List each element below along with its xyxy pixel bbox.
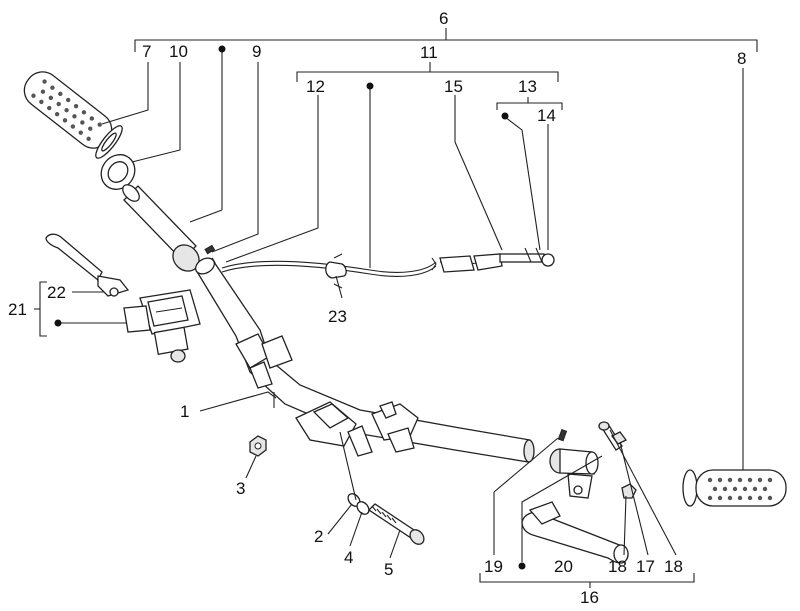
left-grip bbox=[23, 71, 123, 159]
left-brake-lever bbox=[45, 233, 130, 297]
label-5: 5 bbox=[384, 560, 393, 579]
label-10: 10 bbox=[169, 42, 188, 61]
label-8: 8 bbox=[737, 49, 746, 68]
nut bbox=[249, 435, 267, 457]
label-2: 2 bbox=[314, 527, 323, 546]
bolt-and-washers bbox=[347, 493, 425, 545]
label-23: 23 bbox=[328, 307, 347, 326]
label-19: 19 bbox=[484, 557, 503, 576]
throttle-tube bbox=[122, 184, 200, 272]
label-3: 3 bbox=[236, 479, 245, 498]
master-cylinder bbox=[123, 289, 201, 363]
reference-dots bbox=[54, 45, 526, 570]
leader-lines bbox=[60, 50, 744, 562]
part-labels: 6 7 10 9 11 8 12 15 13 14 22 21 23 1 3 2… bbox=[8, 9, 746, 607]
label-13: 13 bbox=[518, 77, 537, 96]
label-15: 15 bbox=[444, 77, 463, 96]
label-20: 20 bbox=[554, 557, 573, 576]
washer bbox=[100, 154, 136, 190]
label-22: 22 bbox=[47, 283, 66, 302]
label-6: 6 bbox=[439, 9, 448, 28]
label-18-lower: 18 bbox=[608, 557, 627, 576]
throttle-cable bbox=[221, 247, 555, 277]
label-18-upper: 18 bbox=[664, 557, 683, 576]
label-7: 7 bbox=[142, 42, 151, 61]
handlebar-tube bbox=[195, 257, 535, 463]
label-9: 9 bbox=[252, 42, 261, 61]
label-14: 14 bbox=[537, 106, 556, 125]
label-21: 21 bbox=[8, 300, 27, 319]
cable-clip bbox=[325, 253, 347, 289]
label-16: 16 bbox=[580, 588, 599, 607]
label-17: 17 bbox=[636, 557, 655, 576]
right-lever-assembly bbox=[521, 421, 637, 564]
label-11: 11 bbox=[420, 43, 438, 62]
right-grip bbox=[682, 469, 787, 507]
group-brackets bbox=[34, 28, 758, 588]
label-4: 4 bbox=[344, 548, 353, 567]
label-1: 1 bbox=[180, 402, 189, 421]
label-12: 12 bbox=[306, 77, 325, 96]
